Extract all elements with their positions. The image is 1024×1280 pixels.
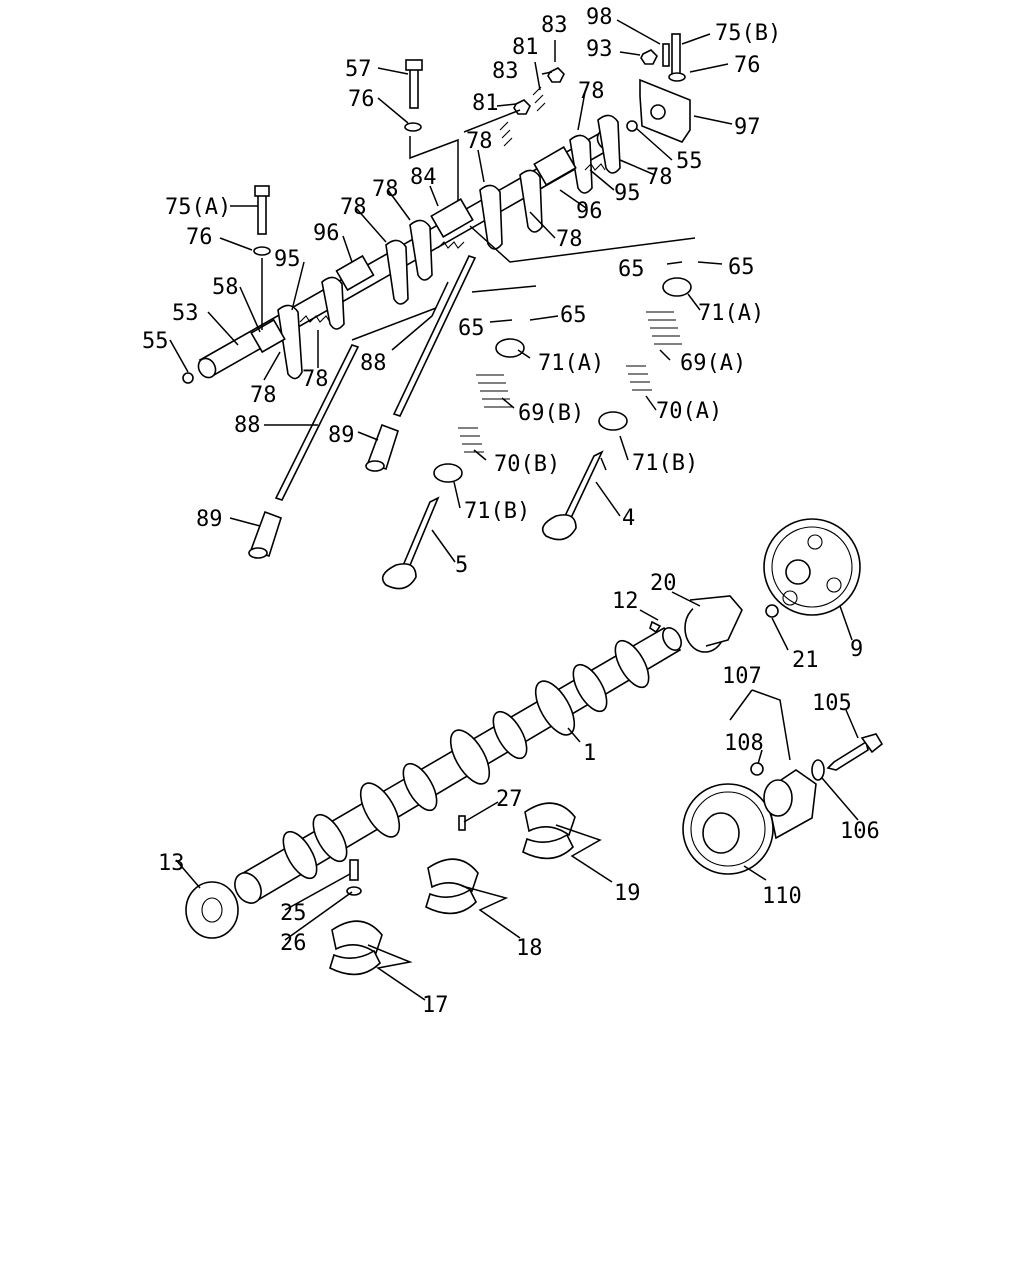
label-89-a: 89 (328, 423, 355, 448)
push-rods (274, 255, 477, 501)
label-27: 27 (496, 787, 523, 812)
label-89-b: 89 (196, 507, 223, 532)
label-81-b: 81 (472, 91, 499, 116)
spacer-13 (185, 881, 239, 939)
label-84: 84 (410, 165, 437, 190)
label-71b-b: 71(B) (464, 499, 530, 524)
label-69a: 69(A) (680, 351, 746, 376)
leader-lines (169, 19, 859, 1001)
label-78-h: 78 (302, 367, 329, 392)
label-9: 9 (850, 637, 863, 662)
label-18: 18 (516, 936, 543, 961)
label-71b-a: 71(B) (632, 451, 698, 476)
label-69b: 69(B) (518, 401, 584, 426)
label-1: 1 (583, 741, 596, 766)
label-78-g: 78 (250, 383, 277, 408)
label-20: 20 (650, 571, 677, 596)
rocker-springs (299, 163, 606, 323)
label-13: 13 (158, 851, 185, 876)
label-70a: 70(A) (656, 399, 722, 424)
label-65-c: 65 (618, 257, 645, 282)
label-5: 5 (455, 553, 468, 578)
label-108: 108 (724, 731, 764, 756)
label-71a-a: 71(A) (698, 301, 764, 326)
label-81-a: 81 (512, 35, 539, 60)
label-55-right: 55 (676, 149, 703, 174)
label-55-left: 55 (142, 329, 169, 354)
label-53: 53 (172, 301, 199, 326)
label-76-b: 76 (186, 225, 213, 250)
label-78-d: 78 (372, 177, 399, 202)
label-58: 58 (212, 275, 239, 300)
label-71a-b: 71(A) (538, 351, 604, 376)
label-83-b: 83 (492, 59, 519, 84)
valve-parts (381, 277, 692, 590)
label-88-a: 88 (360, 351, 387, 376)
label-26: 26 (280, 931, 307, 956)
bracket-97 (639, 78, 691, 143)
label-106: 106 (840, 819, 880, 844)
tappets (248, 423, 399, 559)
label-110: 110 (762, 884, 802, 909)
label-12: 12 (612, 589, 639, 614)
label-78-e: 78 (340, 195, 367, 220)
rocker-arms (277, 114, 621, 380)
label-93: 93 (586, 37, 613, 62)
label-105: 105 (812, 691, 852, 716)
label-21: 21 (792, 648, 819, 673)
label-78-a: 78 (578, 79, 605, 104)
label-76-c: 76 (734, 53, 761, 78)
camshaft-gear-9 (763, 518, 861, 618)
small-fasteners (182, 33, 686, 384)
rocker-brackets (250, 146, 577, 354)
label-75a: 75(A) (165, 195, 231, 220)
label-57: 57 (345, 57, 372, 82)
label-95-b: 95 (614, 181, 641, 206)
label-19: 19 (614, 881, 641, 906)
label-4: 4 (622, 506, 635, 531)
label-88-b: 88 (234, 413, 261, 438)
label-78-f: 78 (556, 227, 583, 252)
label-75b: 75(B) (715, 21, 781, 46)
bearings-and-caps (329, 802, 576, 976)
label-97: 97 (734, 115, 761, 140)
label-17: 17 (422, 993, 449, 1018)
idler-gear-110 (682, 733, 884, 875)
label-83-a: 83 (541, 13, 568, 38)
label-95-a: 95 (274, 247, 301, 272)
thrust-plate-20 (684, 595, 743, 653)
label-98: 98 (586, 5, 613, 30)
label-65-b: 65 (560, 303, 587, 328)
callout-labels: 1 4 5 9 12 13 17 18 19 20 21 25 26 27 53… (142, 5, 880, 1018)
camshaft (234, 620, 682, 904)
label-107: 107 (722, 664, 762, 689)
label-25: 25 (280, 901, 307, 926)
label-65-d: 65 (728, 255, 755, 280)
label-78-b: 78 (646, 165, 673, 190)
label-65-a: 65 (458, 316, 485, 341)
label-78-c: 78 (466, 129, 493, 154)
label-96-b: 96 (576, 199, 603, 224)
label-76-a: 76 (348, 87, 375, 112)
label-96-a: 96 (313, 221, 340, 246)
label-70b: 70(B) (494, 452, 560, 477)
